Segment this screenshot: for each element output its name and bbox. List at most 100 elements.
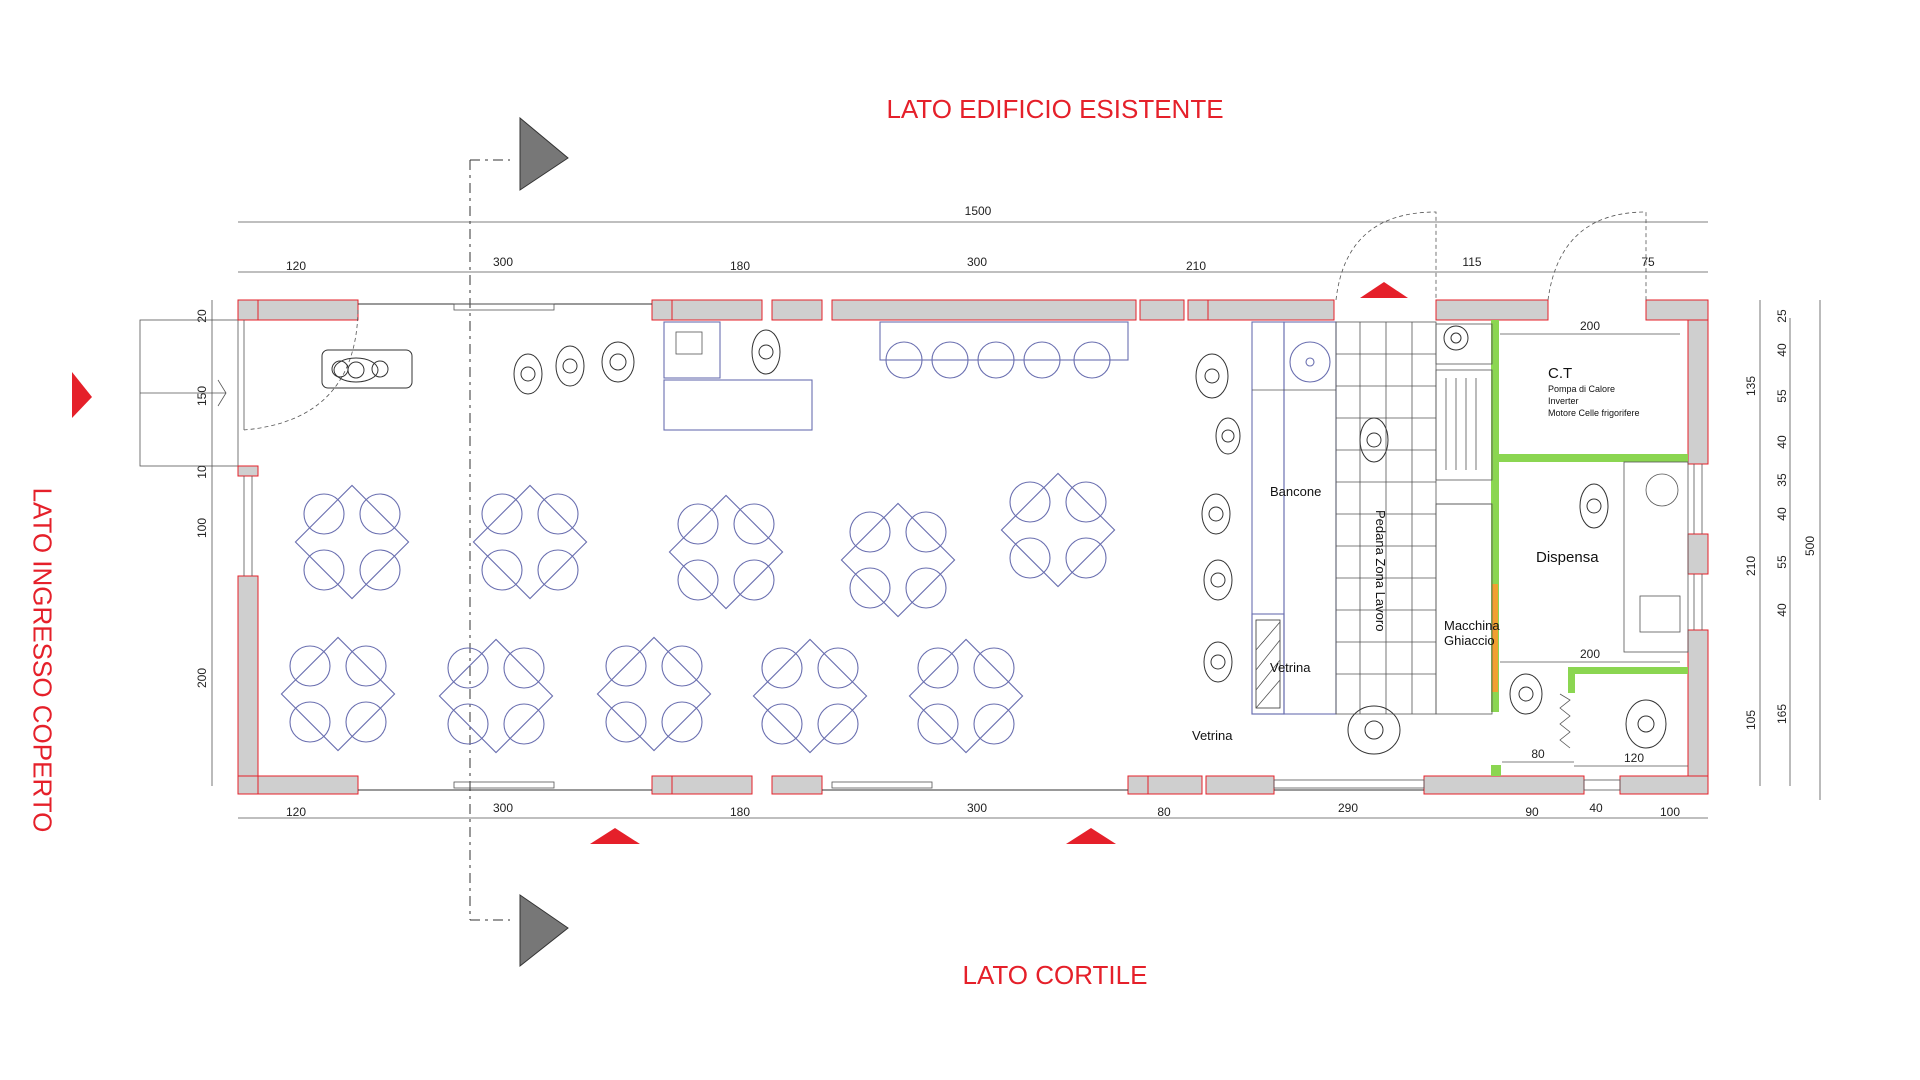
- dimension-lines: [211, 221, 1821, 819]
- svg-text:90: 90: [1525, 805, 1539, 819]
- table: [438, 638, 554, 754]
- svg-text:40: 40: [1775, 603, 1789, 617]
- coffee-counter: [663, 321, 1129, 431]
- section-line: [469, 116, 569, 968]
- person-icon: [1203, 641, 1233, 683]
- table: [294, 484, 410, 600]
- bar-counter: [1251, 321, 1337, 715]
- label-vetrina-counter: Vetrina: [1270, 660, 1311, 675]
- table-group: [280, 472, 1116, 754]
- orientation-arrow-top-icon: [1360, 282, 1408, 298]
- svg-text:20: 20: [195, 309, 209, 323]
- svg-text:10: 10: [195, 465, 209, 479]
- svg-text:55: 55: [1775, 555, 1789, 569]
- person-icon: [1347, 705, 1401, 755]
- svg-text:35: 35: [1775, 473, 1789, 487]
- label-lato-cortile: LATO CORTILE: [962, 960, 1148, 990]
- label-bancone: Bancone: [1270, 484, 1321, 499]
- outer-walls: [237, 299, 1709, 795]
- person-icon: [1203, 559, 1233, 601]
- table: [840, 502, 956, 618]
- orientation-arrow-left-icon: [72, 372, 92, 418]
- label-ct-item: Pompa di Calore: [1548, 384, 1615, 394]
- svg-text:180: 180: [730, 259, 750, 273]
- svg-text:300: 300: [967, 801, 987, 815]
- dims-right-inner: 25 40 55 40 35 40 55 40: [1775, 309, 1789, 617]
- section-arrow-top-icon: [519, 116, 569, 191]
- svg-text:40: 40: [1589, 801, 1603, 815]
- label-dispensa: Dispensa: [1536, 549, 1599, 566]
- svg-text:40: 40: [1775, 435, 1789, 449]
- svg-text:300: 300: [493, 801, 513, 815]
- svg-text:165: 165: [1775, 704, 1789, 724]
- dim-room: 200: [1580, 319, 1600, 333]
- person-icon: [1215, 417, 1241, 455]
- svg-text:200: 200: [195, 668, 209, 688]
- svg-text:25: 25: [1775, 309, 1789, 323]
- svg-text:300: 300: [493, 255, 513, 269]
- orientation-arrow-bottom-2-icon: [1066, 828, 1116, 844]
- table: [596, 636, 712, 752]
- dims-right-mid: 135 210 105 165: [1744, 376, 1789, 730]
- section-arrow-bottom-icon: [519, 894, 569, 968]
- svg-text:150: 150: [195, 386, 209, 406]
- svg-text:80: 80: [1157, 805, 1171, 819]
- label-pedana-zona-lavoro: Pedana Zona Lavoro: [1373, 510, 1388, 631]
- svg-text:135: 135: [1744, 376, 1758, 396]
- dims-bottom: 120 300 180 300 80 290 90 40 100: [286, 801, 1680, 819]
- svg-text:100: 100: [195, 518, 209, 538]
- table: [280, 636, 396, 752]
- dims-top: 120 300 180 300 210 115 75: [286, 255, 1655, 273]
- doors: [243, 211, 1647, 431]
- person-icon: [1201, 493, 1231, 535]
- label-lato-edificio-esistente: LATO EDIFICIO ESISTENTE: [886, 94, 1224, 124]
- svg-text:100: 100: [1660, 805, 1680, 819]
- partitions: [1491, 320, 1688, 776]
- person-icon: [1195, 353, 1229, 399]
- svg-text:40: 40: [1775, 343, 1789, 357]
- dim-right-total: 500: [1803, 536, 1817, 556]
- svg-text:300: 300: [967, 255, 987, 269]
- person-icon: [1509, 673, 1543, 715]
- label-ct-item: Motore Celle frigorifere: [1548, 408, 1640, 418]
- dims-left: 20 150 10 100 200: [195, 309, 209, 688]
- wheelchair-icon: [321, 349, 413, 389]
- person-icon: [1579, 483, 1609, 529]
- svg-text:75: 75: [1641, 255, 1655, 269]
- svg-text:40: 40: [1775, 507, 1789, 521]
- svg-text:210: 210: [1186, 259, 1206, 273]
- person-icon: [751, 329, 781, 375]
- person-icon: [513, 353, 543, 395]
- person-icon: [1443, 325, 1469, 351]
- label-vetrina-floor: Vetrina: [1192, 728, 1233, 743]
- entrance-ramp: [139, 319, 239, 467]
- svg-text:55: 55: [1775, 389, 1789, 403]
- svg-text:115: 115: [1462, 255, 1481, 269]
- label-ct: C.T: [1548, 365, 1572, 382]
- people: [321, 325, 1667, 755]
- person-icon: [601, 341, 635, 383]
- table: [472, 484, 588, 600]
- svg-text:290: 290: [1338, 801, 1358, 815]
- svg-text:120: 120: [286, 259, 306, 273]
- person-icon: [1625, 699, 1667, 749]
- svg-text:105: 105: [1744, 710, 1758, 730]
- table: [752, 638, 868, 754]
- dim-room: 80: [1531, 747, 1545, 761]
- table: [668, 494, 784, 610]
- person-icon: [333, 357, 379, 383]
- svg-text:180: 180: [730, 805, 750, 819]
- label-ct-item: Inverter: [1548, 396, 1579, 406]
- bar-stools: [885, 341, 1111, 379]
- orientation-arrow-bottom-1-icon: [590, 828, 640, 844]
- person-icon: [1359, 417, 1389, 463]
- svg-text:210: 210: [1744, 556, 1758, 576]
- person-icon: [555, 345, 585, 387]
- dim-room: 200: [1580, 647, 1600, 661]
- dispensa-furniture: [1559, 461, 1689, 749]
- back-bar-equipment: [1435, 323, 1493, 715]
- dim-room: 120: [1624, 751, 1644, 765]
- dim-overall: 1500: [965, 204, 992, 218]
